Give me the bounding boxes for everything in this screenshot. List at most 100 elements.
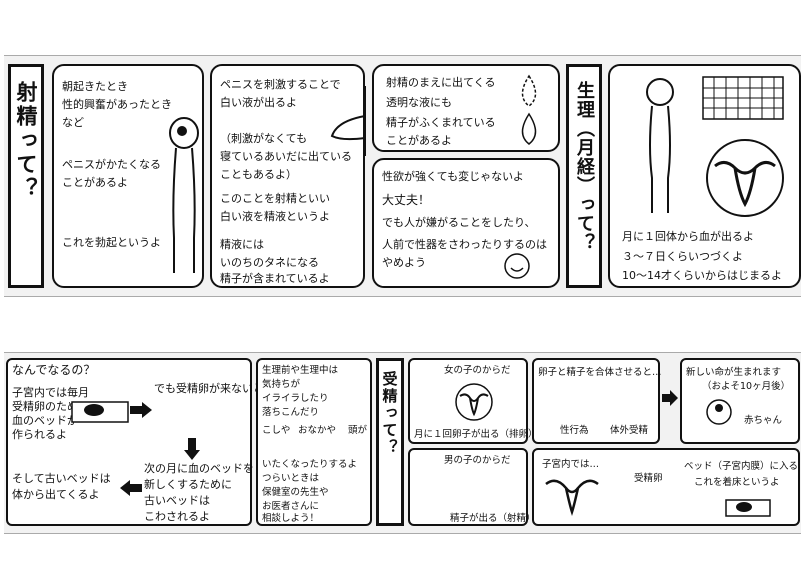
text: 精子が含まれているよ (220, 272, 330, 285)
text: 女の子のからだ (444, 365, 511, 376)
panel-precum: 射精のまえに出てくる 透明な液にも 精子がふくまれている ことがあるよ (372, 64, 560, 152)
title-fertilization: 受精って？ (376, 358, 404, 526)
text: 透明な液にも (386, 96, 452, 109)
drop-icon (521, 74, 537, 145)
text: 月に１回卵子が出る（排卵） (414, 429, 538, 440)
calendar-icon (702, 76, 784, 120)
bed-icon (71, 401, 129, 423)
boy-figure-icon (169, 117, 199, 273)
text: ペニスを刺激することで (220, 78, 341, 91)
text: やめよう (382, 256, 426, 269)
text: 相談しよう！ (262, 513, 320, 524)
text: 気持ちが (262, 379, 301, 390)
text: 射精のまえに出てくる (386, 76, 496, 89)
title-ejaculation: 射精って？ (8, 64, 44, 288)
text: 落ちこんだり (262, 407, 320, 418)
panel-union: 卵子と精子を合体させると… 性行為 体外受精 (532, 358, 662, 444)
arrow-right-icon (662, 390, 678, 406)
text: いのちのタネになる (220, 256, 319, 269)
text: でも人が嫌がることをしたり、 (382, 216, 536, 229)
text: 大丈夫！ (382, 193, 431, 207)
text: 性行為 (560, 425, 589, 436)
uterus-icon (706, 139, 784, 217)
text: このことを射精といい (220, 192, 330, 205)
baby-icon (706, 399, 732, 425)
text: ことがあるよ (386, 134, 452, 147)
bed-small-icon (725, 499, 771, 517)
title-menstruation: 生理（月経）って？ (566, 64, 602, 288)
text: おなかや (298, 425, 337, 436)
panel-uterus: 子宮内では… 受精卵 ベッド（子宮内膜）に入る これを着床というよ (532, 448, 800, 526)
panel-desire: 性欲が強くても変じゃないよ 大丈夫！ でも人が嫌がることをしたり、 人前で性器を… (372, 158, 560, 288)
title-ejaculation-text: 射精って？ (14, 81, 38, 201)
text: 作られるよ (12, 428, 67, 441)
panel-ejaculation: ペニスを刺激することで 白い液が出るよ （刺激がなくても 寝ているあいだに出てい… (210, 64, 366, 288)
text: いたくなったりするよ (262, 459, 358, 470)
text: 精子がふくまれている (386, 116, 496, 129)
text: 精子が出る（射精） (450, 513, 536, 524)
why-heading: なんでなるの？ (12, 363, 96, 377)
text: 白い液を精液というよ (220, 210, 330, 223)
text: 受精卵のために (12, 400, 89, 413)
panel-birth: 新しい命が生まれます （およそ10ヶ月後） 赤ちゃん (680, 358, 800, 444)
text: こしや (262, 425, 291, 436)
text: 生理前や生理中は (262, 365, 339, 376)
ovary-icon (455, 383, 493, 421)
smile-icon (504, 253, 530, 279)
text: （およそ10ヶ月後） (702, 381, 791, 392)
arrow-right-icon (130, 402, 152, 418)
text: 体外受精 (610, 425, 649, 436)
text: 体から出てくるよ (12, 488, 100, 501)
text: 卵子と精子を合体させると… (538, 367, 662, 378)
text: 性欲が強くても変じゃないよ (382, 170, 524, 183)
text: イライラしたり (262, 393, 329, 404)
text: 受精卵 (634, 473, 663, 484)
panel-mood: 生理前や生理中は 気持ちが イライラしたり 落ちこんだり こしや おなかや 頭が… (256, 358, 372, 526)
title-fertilization-text: 受精って？ (380, 371, 399, 456)
panel-why: なんでなるの？ 子宮内では毎月 受精卵のために 血のベッドが 作られるよ でも受… (6, 358, 264, 526)
text: ことがあるよ (62, 176, 128, 189)
text: 人前で性器をさわったりするのは (382, 238, 547, 251)
text: でも受精卵が来ないと (154, 382, 264, 395)
panel-period: 月に１回体から血が出るよ ３～７日くらいつづくよ 10～14才くらいからはじまる… (608, 64, 801, 288)
text: 子宮内では… (542, 459, 600, 470)
panel-boy: 男の子のからだ 精子が出る（射精） (408, 448, 536, 526)
text: 朝起きたとき (62, 80, 128, 93)
text: 男の子のからだ (444, 455, 511, 466)
body-outline-icon (330, 86, 366, 156)
text: 10～14才くらいからはじまるよ (622, 269, 782, 282)
arrow-down-icon (184, 438, 200, 460)
text: 新しい命が生まれます (686, 367, 782, 378)
text: 寝ているあいだに出ている (220, 150, 352, 163)
text: 保健室の先生や (262, 487, 329, 498)
text: ３～７日くらいつづくよ (622, 250, 743, 263)
text: 次の月に血のベッドを (144, 462, 254, 475)
text: 月に１回体から血が出るよ (622, 230, 754, 243)
girl-figure-icon (646, 78, 674, 213)
text: 新しくするために (144, 478, 232, 491)
text: （刺激がなくても (220, 132, 308, 145)
text: こわされるよ (144, 510, 210, 523)
text: 血のベッドが (12, 414, 78, 427)
text: そして古いベッドは (12, 472, 111, 485)
text: 古いベッドは (144, 494, 210, 507)
text: これを着床というよ (694, 477, 780, 488)
panel-erection: 朝起きたとき 性的興奮があったとき など ペニスがかたくなる ことがあるよ これ… (52, 64, 204, 288)
text: など (62, 116, 84, 129)
title-menstruation-text: 生理（月経）って？ (574, 81, 595, 252)
text: 白い液が出るよ (220, 96, 297, 109)
text: 子宮内では毎月 (12, 386, 89, 399)
uterus-small-icon (545, 479, 599, 516)
text: 頭が (348, 425, 368, 436)
text: ペニスがかたくなる (62, 158, 161, 171)
text: ベッド（子宮内膜）に入る (684, 461, 799, 472)
text: こともあるよ） (220, 168, 297, 181)
text: 精液には (220, 238, 264, 251)
text: これを勃起というよ (62, 236, 161, 249)
text: つらいときは (262, 473, 320, 484)
text: 性的興奮があったとき (62, 98, 172, 111)
text: お医者さんに (262, 501, 320, 512)
panel-girl: 女の子のからだ 月に１回卵子が出る（排卵） (408, 358, 538, 444)
text: 赤ちゃん (744, 415, 783, 426)
arrow-left-icon (120, 480, 142, 496)
